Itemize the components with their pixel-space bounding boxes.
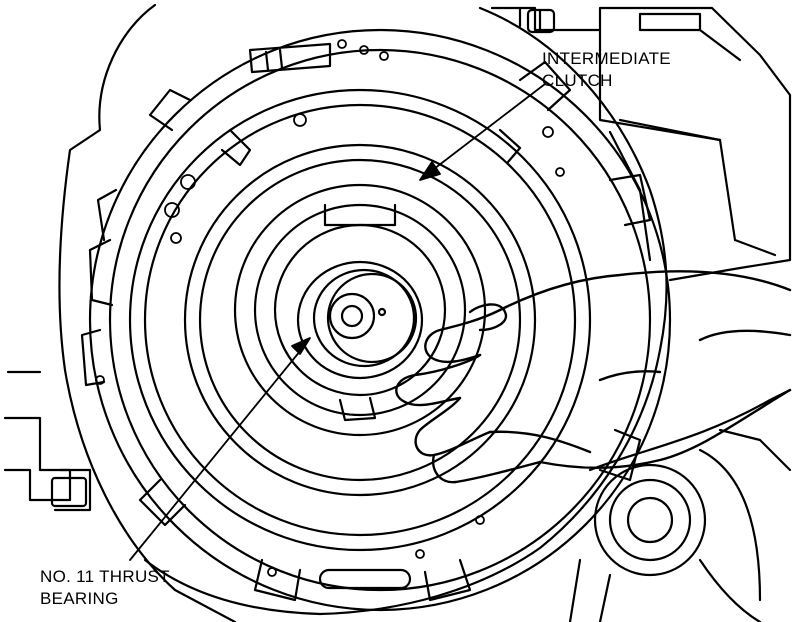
leader-lines xyxy=(129,83,546,561)
thrust-bearing-label-line2: BEARING xyxy=(40,589,119,608)
intermediate-clutch xyxy=(128,88,592,552)
intermediate-clutch-label: INTERMEDIATE CLUTCH xyxy=(542,48,671,92)
intermediate-clutch-label-line1: INTERMEDIATE xyxy=(542,49,671,68)
thrust-bearing-label-line1: NO. 11 THRUST xyxy=(40,567,170,586)
thrust-bearing xyxy=(296,260,424,380)
mounting-bracket xyxy=(3,370,92,512)
pump-body xyxy=(80,28,672,612)
case-outline xyxy=(58,3,668,622)
reaction-carrier xyxy=(233,183,487,437)
intermediate-clutch-label-line2: CLUTCH xyxy=(542,71,613,90)
transmission-housing xyxy=(490,6,792,282)
thrust-bearing-label: NO. 11 THRUST BEARING xyxy=(40,566,170,610)
hand xyxy=(395,270,792,484)
output-housing xyxy=(568,388,792,622)
